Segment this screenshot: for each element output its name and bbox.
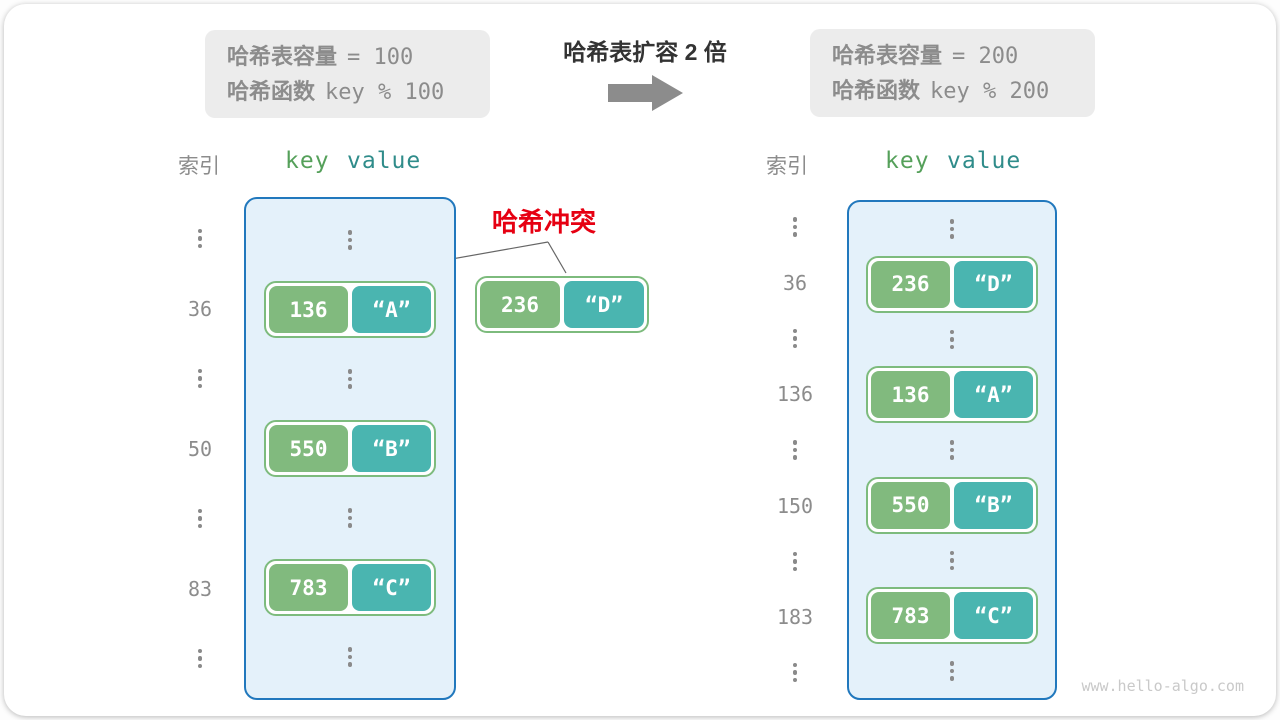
key-chip: 783 bbox=[871, 592, 950, 640]
left-key-header: key bbox=[285, 148, 330, 174]
vertical-ellipsis-icon bbox=[347, 230, 353, 250]
collision-label: 哈希冲突 bbox=[492, 207, 597, 237]
vertical-ellipsis-icon bbox=[347, 369, 353, 389]
vertical-ellipsis-icon bbox=[197, 648, 203, 669]
value-chip: “A” bbox=[954, 371, 1033, 419]
vertical-ellipsis-icon bbox=[949, 329, 955, 350]
key-chip: 550 bbox=[269, 425, 348, 472]
collision-kv-pair: 236 “D” bbox=[475, 276, 649, 333]
right-index-header: 索引 bbox=[766, 155, 808, 178]
right-hash-bucket-container: 236 “D” 136 “A” 550 “B” 783 “C” bbox=[847, 200, 1057, 700]
vertical-ellipsis-icon bbox=[197, 228, 203, 249]
kv-pair: 550 “B” bbox=[264, 420, 436, 477]
capacity-value: = 100 bbox=[347, 44, 414, 70]
expand-title: 哈希表扩容 2 倍 bbox=[563, 39, 727, 65]
vertical-ellipsis-icon bbox=[347, 508, 353, 528]
capacity-value: = 200 bbox=[952, 43, 1019, 69]
vertical-ellipsis-icon bbox=[792, 328, 798, 349]
left-index-column: 36 50 83 bbox=[170, 197, 230, 700]
value-chip: “D” bbox=[564, 281, 644, 328]
watermark: www.hello-algo.com bbox=[1081, 677, 1244, 695]
capacity-line: 哈希表容量 = 100 bbox=[227, 40, 490, 74]
vertical-ellipsis-icon bbox=[792, 217, 798, 237]
index-label: 36 bbox=[187, 296, 213, 321]
hash-function-label: 哈希函数 bbox=[832, 77, 921, 103]
hash-function-line: 哈希函数 key % 100 bbox=[227, 75, 490, 109]
vertical-ellipsis-icon bbox=[949, 440, 955, 460]
hash-function-value: key % 200 bbox=[930, 78, 1050, 104]
index-label: 136 bbox=[776, 382, 814, 407]
value-chip: “D” bbox=[954, 260, 1033, 308]
value-chip: “A” bbox=[352, 286, 431, 333]
capacity-label: 哈希表容量 bbox=[227, 43, 338, 69]
index-label: 83 bbox=[187, 576, 213, 601]
vertical-ellipsis-icon bbox=[792, 662, 798, 683]
vertical-ellipsis-icon bbox=[792, 440, 798, 460]
key-chip: 236 bbox=[871, 260, 950, 308]
vertical-ellipsis-icon bbox=[949, 661, 955, 681]
left-hash-bucket-container: 136 “A” 550 “B” 783 “C” bbox=[244, 197, 456, 700]
key-chip: 236 bbox=[480, 281, 560, 328]
vertical-ellipsis-icon bbox=[197, 368, 203, 389]
index-label: 183 bbox=[776, 605, 814, 629]
vertical-ellipsis-icon bbox=[792, 551, 798, 572]
vertical-ellipsis-icon bbox=[347, 647, 353, 667]
capacity-box-after: 哈希表容量 = 200 哈希函数 key % 200 bbox=[810, 29, 1095, 117]
capacity-label: 哈希表容量 bbox=[832, 42, 943, 68]
figure-card bbox=[4, 4, 1276, 716]
vertical-ellipsis-icon bbox=[949, 219, 955, 239]
hash-function-value: key % 100 bbox=[325, 79, 445, 105]
key-chip: 783 bbox=[269, 564, 348, 611]
left-index-header: 索引 bbox=[178, 155, 220, 178]
hash-function-label: 哈希函数 bbox=[227, 78, 316, 104]
kv-pair: 136 “A” bbox=[866, 366, 1038, 424]
index-label: 50 bbox=[187, 436, 213, 461]
kv-pair: 783 “C” bbox=[264, 559, 436, 616]
key-chip: 550 bbox=[871, 481, 950, 529]
key-chip: 136 bbox=[871, 371, 950, 419]
value-chip: “B” bbox=[954, 481, 1033, 529]
vertical-ellipsis-icon bbox=[197, 508, 203, 529]
value-chip: “B” bbox=[352, 425, 431, 472]
index-label: 36 bbox=[782, 270, 808, 295]
index-label: 150 bbox=[776, 493, 814, 518]
vertical-ellipsis-icon bbox=[949, 550, 955, 571]
right-value-header: value bbox=[947, 148, 1022, 174]
key-chip: 136 bbox=[269, 286, 348, 333]
capacity-line: 哈希表容量 = 200 bbox=[832, 39, 1095, 73]
capacity-box-before: 哈希表容量 = 100 哈希函数 key % 100 bbox=[205, 30, 490, 118]
kv-pair: 136 “A” bbox=[264, 281, 436, 338]
hash-function-line: 哈希函数 key % 200 bbox=[832, 74, 1095, 108]
left-value-header: value bbox=[347, 148, 422, 174]
kv-pair: 236 “D” bbox=[866, 255, 1038, 313]
value-chip: “C” bbox=[954, 592, 1033, 640]
value-chip: “C” bbox=[352, 564, 431, 611]
right-index-column: 36 136 150 183 bbox=[765, 200, 825, 700]
kv-pair: 783 “C” bbox=[866, 587, 1038, 645]
kv-pair: 550 “B” bbox=[866, 476, 1038, 534]
right-key-header: key bbox=[885, 148, 930, 174]
